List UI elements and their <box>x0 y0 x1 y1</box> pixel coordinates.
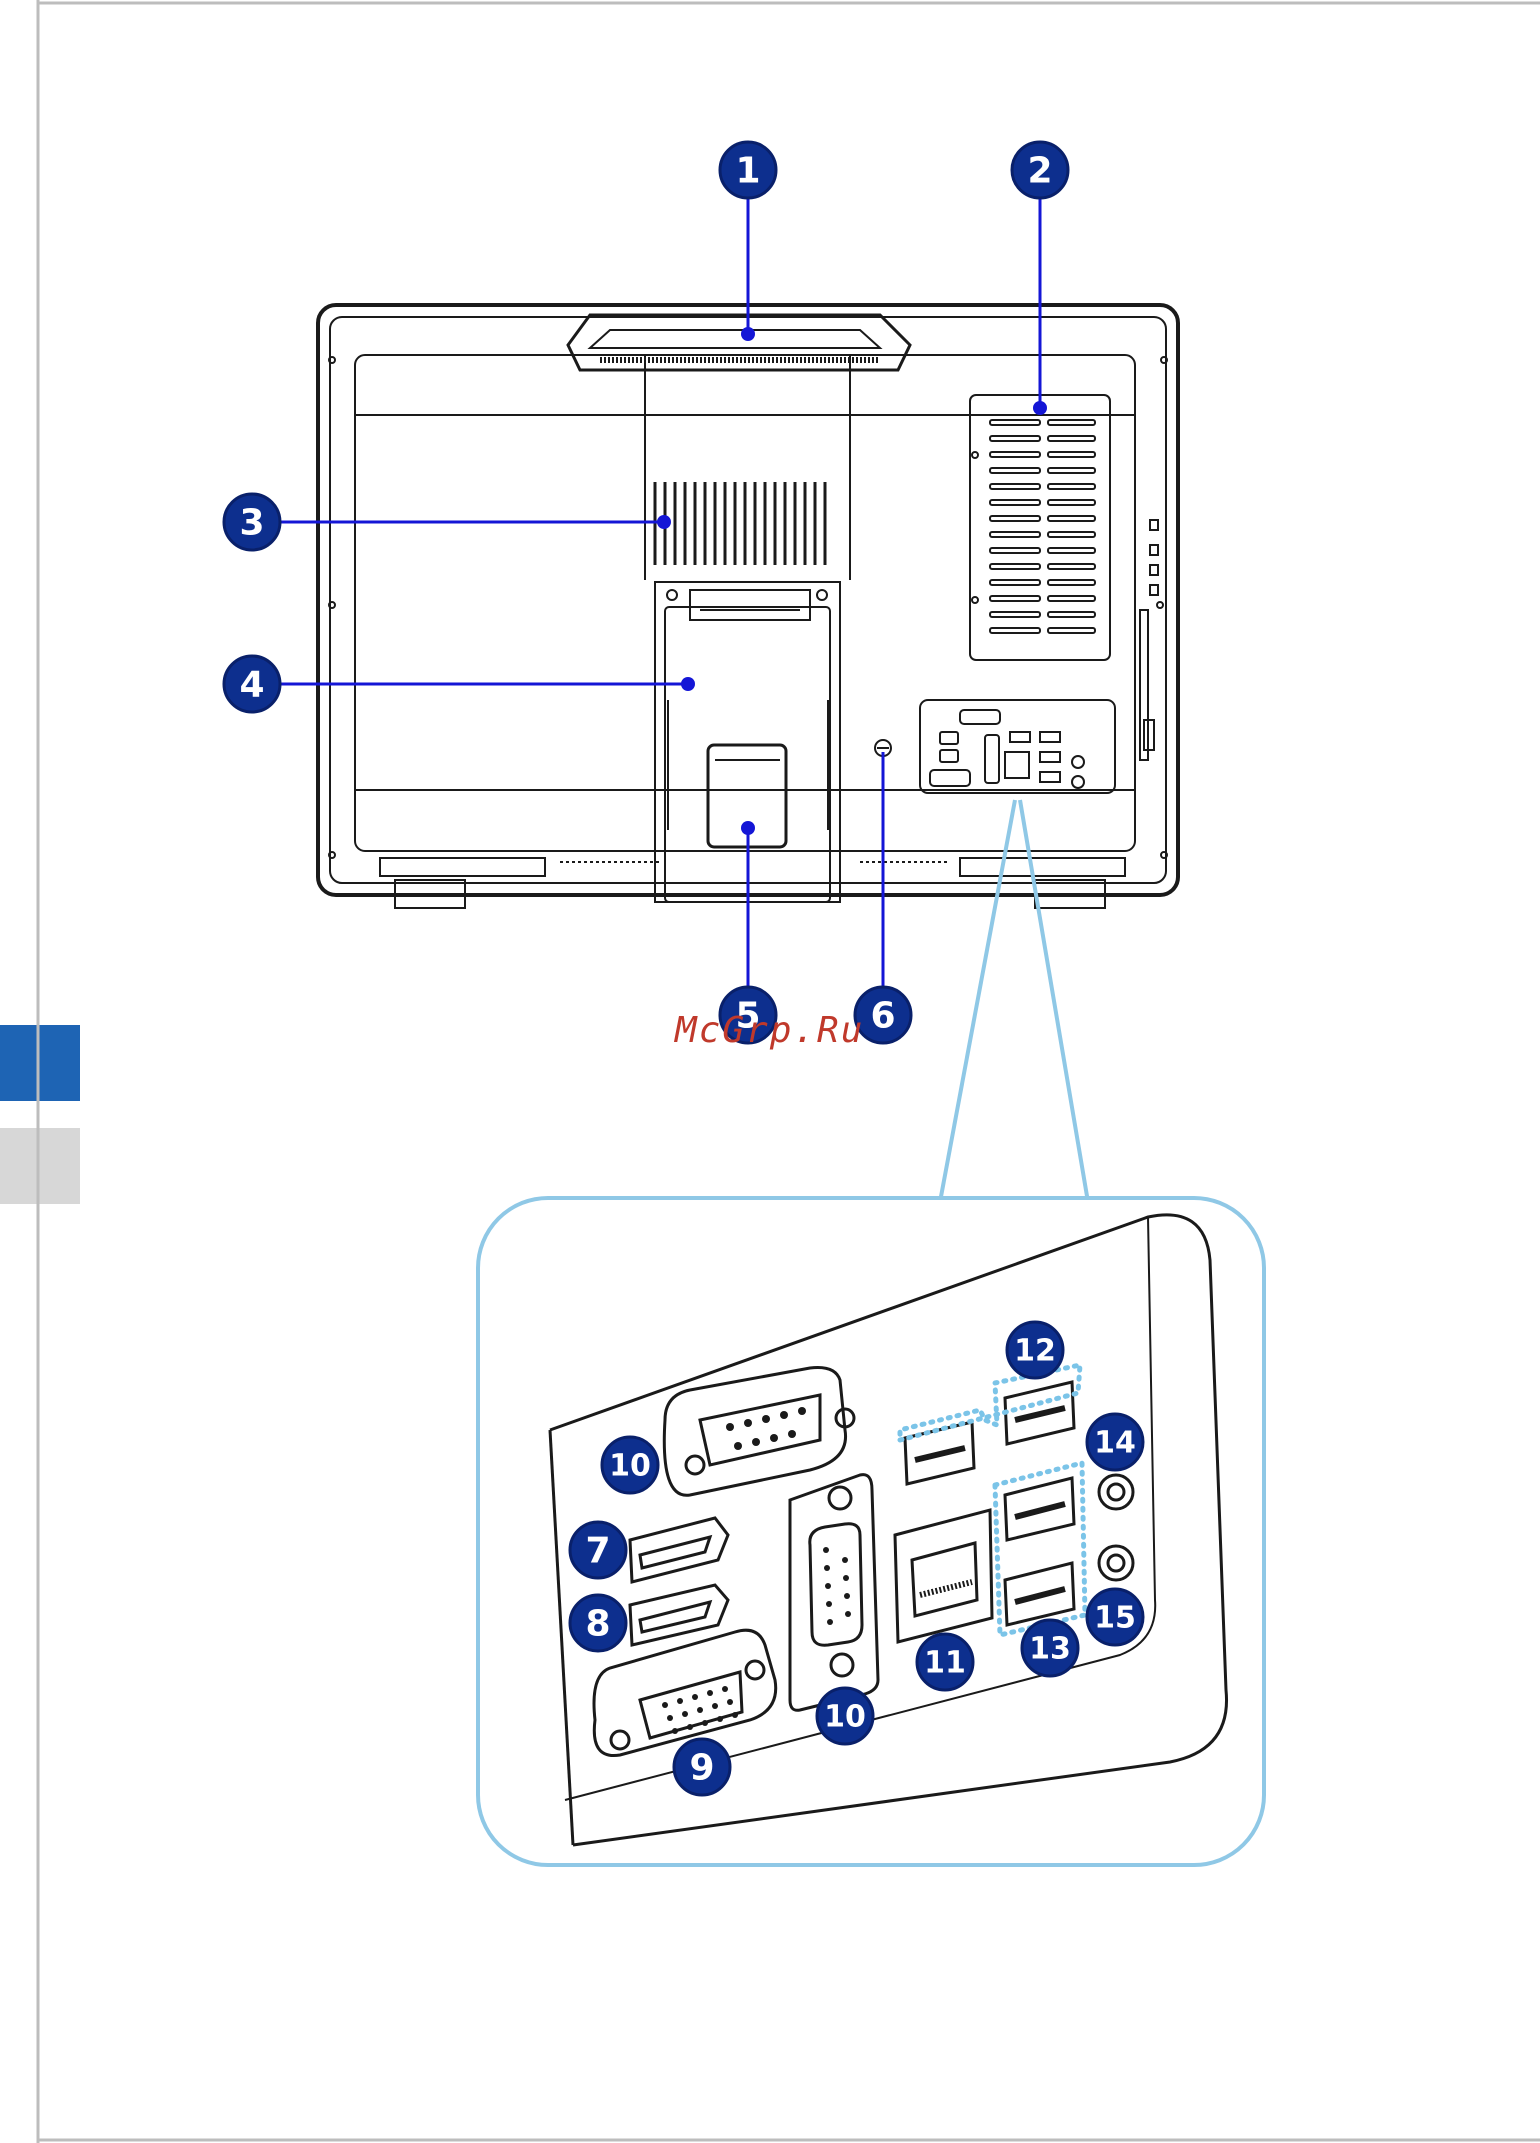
svg-text:2: 2 <box>1027 151 1052 192</box>
vent-slot <box>990 436 1040 441</box>
vent-slot <box>990 548 1040 553</box>
vent-slot <box>990 532 1040 537</box>
vent-slot <box>1048 452 1095 457</box>
zoom-connector-lines <box>940 800 1088 1202</box>
svg-text:13: 13 <box>1029 1632 1071 1667</box>
callout-badge: 2 <box>1012 142 1068 198</box>
vent-grille-center <box>655 482 825 565</box>
vent-slot <box>990 516 1040 521</box>
vent-slot <box>990 564 1040 569</box>
callout-badge: 1 <box>720 142 776 198</box>
vent-slot <box>1048 612 1095 617</box>
svg-text:4: 4 <box>239 665 264 706</box>
svg-text:12: 12 <box>1014 1334 1056 1369</box>
vent-slot <box>1048 596 1095 601</box>
leader-lines <box>252 170 1040 1012</box>
vent-slot <box>990 452 1040 457</box>
vent-slot <box>1048 436 1095 441</box>
callout-badge: 7 <box>570 1522 626 1578</box>
vent-slot <box>990 484 1040 489</box>
callout-badge: 10 <box>817 1688 873 1744</box>
vent-slot <box>1048 468 1095 473</box>
svg-text:14: 14 <box>1094 1426 1136 1461</box>
vent-slot <box>1048 420 1095 425</box>
vent-slot <box>1048 516 1095 521</box>
svg-text:15: 15 <box>1094 1601 1136 1636</box>
vent-slot <box>990 580 1040 585</box>
vent-slot <box>990 596 1040 601</box>
vent-slot <box>1048 564 1095 569</box>
svg-text:11: 11 <box>924 1646 966 1681</box>
svg-text:8: 8 <box>585 1604 610 1645</box>
callout-badge: 15 <box>1087 1589 1143 1645</box>
callout-badge: 3 <box>224 494 280 550</box>
svg-text:3: 3 <box>239 503 264 544</box>
io-panel-small <box>920 700 1115 793</box>
vent-panel-right <box>970 395 1110 660</box>
svg-text:9: 9 <box>689 1748 714 1789</box>
vent-slot <box>990 500 1040 505</box>
svg-text:1: 1 <box>735 151 760 192</box>
top-handle <box>568 315 910 370</box>
callout-badge: 13 <box>1022 1620 1078 1676</box>
vent-slot <box>1048 580 1095 585</box>
vent-slot <box>1048 548 1095 553</box>
svg-text:10: 10 <box>824 1700 866 1735</box>
vent-slot <box>1048 532 1095 537</box>
callout-badge: 8 <box>570 1595 626 1651</box>
svg-text:6: 6 <box>870 996 895 1037</box>
vent-slot <box>1048 628 1095 633</box>
vent-slot <box>1048 484 1095 489</box>
vent-slot <box>990 628 1040 633</box>
callout-badge: 14 <box>1087 1414 1143 1470</box>
callout-badge: 10 <box>602 1437 658 1493</box>
vent-slot <box>990 468 1040 473</box>
callout-badge: 12 <box>1007 1322 1063 1378</box>
callout-badge: 11 <box>917 1634 973 1690</box>
callout-badge: 4 <box>224 656 280 712</box>
vent-slot <box>1048 500 1095 505</box>
watermark-text: McGrp.Ru <box>675 1010 864 1051</box>
svg-text:7: 7 <box>585 1531 610 1572</box>
callout-badge: 9 <box>674 1739 730 1795</box>
vent-slot <box>990 420 1040 425</box>
vent-slot <box>990 612 1040 617</box>
svg-text:10: 10 <box>609 1449 651 1484</box>
